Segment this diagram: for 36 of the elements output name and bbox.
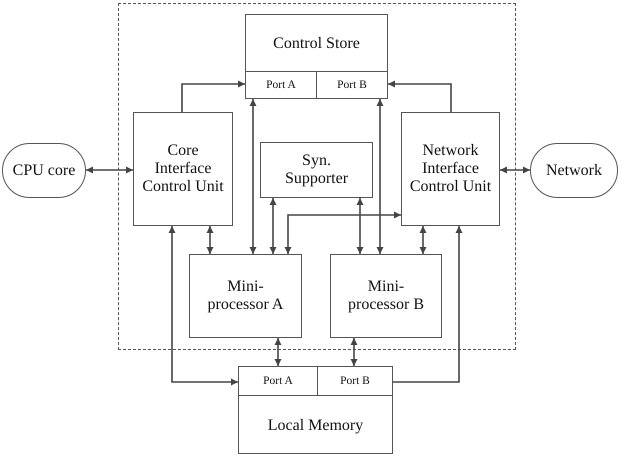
box-label: Network Interface Control Unit [408,142,492,196]
arrow [270,198,276,254]
arrow [284,212,401,254]
arrow [206,226,214,254]
box-label: Core Interface Control Unit [141,142,225,196]
block-box [245,14,388,99]
arrow [500,166,530,174]
arrow [388,80,452,112]
arrow [376,99,384,254]
process-box [133,112,233,226]
box-label: Local Memory [268,417,364,435]
arrow [181,80,245,112]
arrow [168,226,238,386]
box-label: CPU core [12,162,76,180]
arrow [86,166,133,174]
arrow [350,338,358,366]
arrow [393,226,462,383]
box-label: Port A [263,374,293,388]
arrow [420,226,426,254]
process-box [330,254,442,338]
arrow [274,338,282,366]
box-label: Port A [266,78,296,92]
arrow [250,99,256,254]
box-label: Control Store [273,34,360,52]
box-label: Network [546,162,602,180]
process-box [260,142,373,198]
block-box [238,366,393,454]
process-box [401,112,500,226]
box-label: Syn. Supporter [284,152,350,188]
box-label: Mini-processor B [347,278,425,314]
box-label: Mini-processor A [206,278,284,314]
dashed-boundary [118,3,516,350]
box-label: Port B [337,78,367,92]
box-label: Port B [340,374,370,388]
process-box [189,254,302,338]
arrow [356,198,364,254]
